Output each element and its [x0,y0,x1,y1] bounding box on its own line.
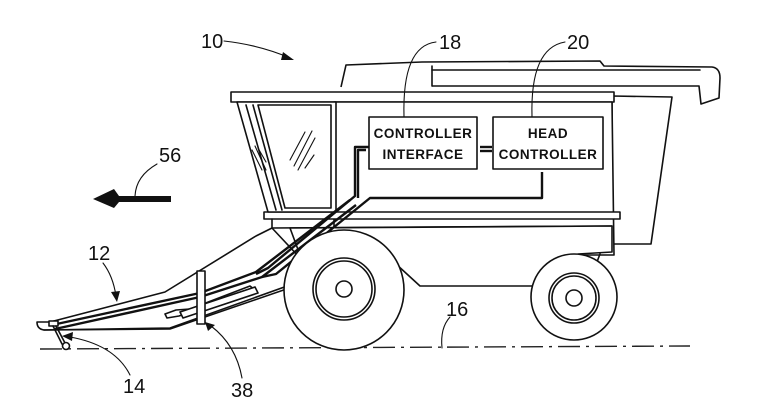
direction-arrow-56 [93,189,171,208]
head-controller-line2: CONTROLLER [499,147,598,162]
ref-38: 38 [231,380,253,402]
ref-20: 20 [567,32,589,54]
controller-interface-line1: CONTROLLER [374,126,473,141]
ref-18: 18 [439,32,461,54]
rear-wheel [531,254,617,340]
ref-10: 10 [201,31,223,53]
ref-16: 16 [446,299,468,321]
operator-cab [237,102,336,212]
front-wheel [284,230,404,350]
ref-14: 14 [123,376,145,398]
ref-56: 56 [159,145,181,167]
controller-interface-line2: INTERFACE [382,147,463,162]
head-controller-line1: HEAD [528,126,568,141]
rear-hood [612,96,672,244]
head-controller-box: HEAD CONTROLLER [493,117,603,169]
ref-12: 12 [88,243,110,265]
controller-interface-box: CONTROLLER INTERFACE [369,117,477,169]
